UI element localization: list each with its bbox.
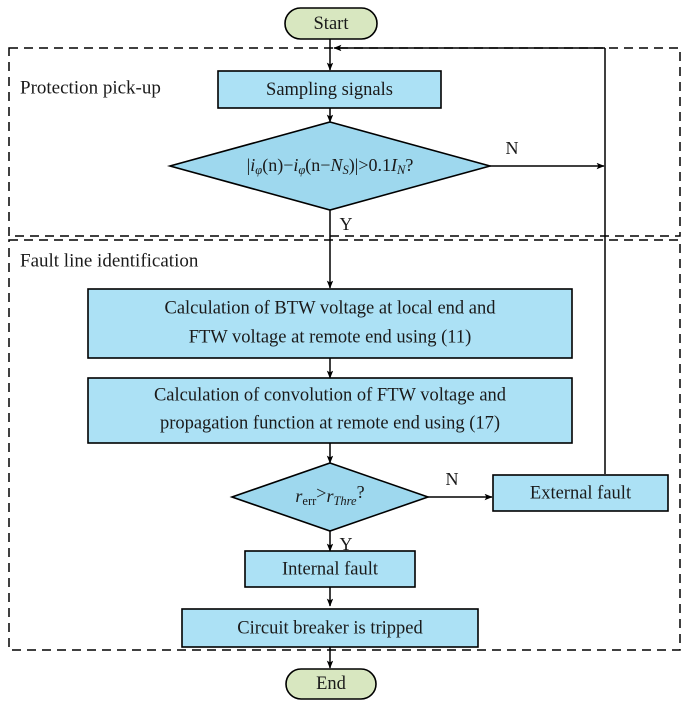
node-decision-r[interactable]: rerr>rThre? (229, 462, 431, 532)
formula-I-sub-N: N (396, 163, 406, 177)
calc-btw-shape (87, 288, 573, 359)
end-shape (285, 668, 377, 700)
decision-r-shape (229, 462, 431, 532)
circuit-breaker-label: Circuit breaker is tripped (237, 618, 423, 638)
formula-thre: Thre (333, 494, 357, 508)
formula-bar-close: | (355, 155, 359, 175)
section-box-fault-line-identification (8, 239, 681, 651)
internal-fault-shape (244, 550, 416, 588)
formula-phi1: φ (255, 163, 262, 177)
start-shape (284, 7, 378, 40)
calc-convolution-line2: propagation function at remote end using… (160, 413, 500, 433)
circuit-breaker-shape (181, 608, 479, 648)
decision-r-label: rerr>rThre? (295, 482, 364, 508)
formula-i2: i (293, 155, 298, 175)
formula-i1: i (250, 155, 255, 175)
formula-r-gt: > (316, 483, 326, 503)
section-label-protection-pickup: Protection pick-up (20, 77, 161, 98)
formula-arg2-open: (n (305, 155, 320, 176)
formula-phi2: φ (298, 163, 305, 177)
formula-arg1: (n) (262, 155, 283, 176)
start-label: Start (314, 14, 350, 34)
sampling-shape (217, 70, 442, 109)
node-start[interactable]: Start (284, 7, 378, 40)
node-circuit-breaker[interactable]: Circuit breaker is tripped (181, 608, 479, 648)
node-calc-btw[interactable]: Calculation of BTW voltage at local end … (87, 288, 573, 359)
sampling-label: Sampling signals (266, 80, 393, 100)
branch-label-r-yes: Y (340, 534, 353, 554)
node-sampling-signals[interactable]: Sampling signals (217, 70, 442, 109)
formula-gt: > (358, 155, 368, 175)
formula-r1: r (295, 486, 303, 506)
formula-r-question: ? (357, 482, 365, 502)
branch-label-r-no: N (446, 469, 459, 489)
node-external-fault[interactable]: External fault (492, 474, 669, 512)
decision-pickup-label: |iφ(n)−iφ(n−NS)|>0.1IN? (247, 155, 414, 177)
section-label-fault-line-identification: Fault line identification (20, 250, 199, 271)
formula-bar-open: | (247, 155, 251, 175)
branch-label-pickup-yes: Y (340, 214, 353, 234)
formula-N: N (329, 155, 343, 175)
calc-btw-line1: Calculation of BTW voltage at local end … (164, 298, 496, 318)
end-label: End (316, 674, 347, 694)
internal-fault-label: Internal fault (282, 559, 379, 579)
formula-minus1: − (283, 155, 293, 175)
node-calc-convolution[interactable]: Calculation of convolution of FTW voltag… (87, 377, 573, 444)
formula-r2: r (326, 486, 334, 506)
formula-question: ? (405, 155, 413, 175)
formula-I: I (390, 155, 398, 175)
calc-convolution-line1: Calculation of convolution of FTW voltag… (154, 385, 507, 405)
formula-minus2: − (320, 155, 330, 175)
branch-label-pickup-no: N (506, 138, 519, 158)
external-fault-label: External fault (530, 483, 632, 503)
formula-N-sub-S: S (342, 163, 349, 177)
external-fault-shape (492, 474, 669, 512)
decision-pickup-shape (166, 121, 494, 211)
formula-arg2-close: ) (349, 155, 355, 176)
calc-btw-line2: FTW voltage at remote end using (11) (189, 327, 472, 347)
calc-convolution-shape (87, 377, 573, 444)
node-internal-fault[interactable]: Internal fault (244, 550, 416, 588)
node-end[interactable]: End (285, 668, 377, 700)
node-decision-pickup[interactable]: |iφ(n)−iφ(n−NS)|>0.1IN? (166, 121, 494, 211)
formula-coef: 0.1 (368, 155, 391, 175)
formula-err: err (302, 494, 317, 508)
